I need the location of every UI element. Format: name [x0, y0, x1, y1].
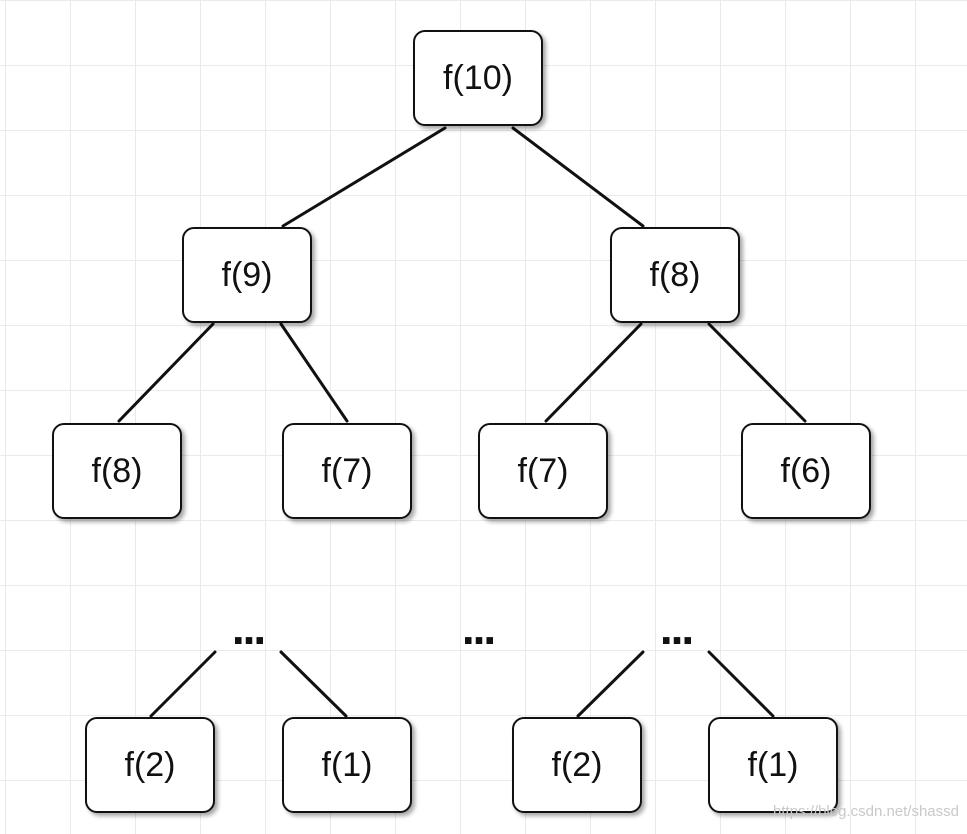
node-label: f(10) [443, 58, 513, 97]
ellipsis-right: ... [659, 602, 694, 654]
edge-root-right [511, 126, 645, 228]
node-level2-a: f(8) [52, 423, 182, 519]
node-level1-right: f(8) [610, 227, 740, 323]
node-root: f(10) [413, 30, 543, 126]
node-label: f(8) [91, 451, 143, 490]
node-label: f(6) [780, 451, 832, 490]
edge-f9-f7 [279, 322, 349, 423]
edge-f8-f7 [544, 322, 643, 423]
node-level2-b: f(7) [282, 423, 412, 519]
node-label: f(1) [747, 745, 799, 784]
node-label: f(7) [517, 451, 569, 490]
node-label: f(2) [124, 745, 176, 784]
edge-f9-f8 [117, 322, 215, 423]
edge-dots-right-f1 [707, 650, 775, 718]
node-leaf-b: f(1) [282, 717, 412, 813]
node-label: f(1) [321, 745, 373, 784]
edge-dots-right-f2 [576, 650, 645, 718]
node-level2-c: f(7) [478, 423, 608, 519]
watermark-text: https://blog.csdn.net/shassd [773, 803, 959, 820]
edge-f8-f6 [707, 322, 807, 423]
edge-dots-left-f1 [279, 650, 348, 718]
node-level2-d: f(6) [741, 423, 871, 519]
node-label: f(8) [649, 255, 701, 294]
node-leaf-a: f(2) [85, 717, 215, 813]
ellipsis-middle: ... [461, 602, 496, 654]
node-label: f(2) [551, 745, 603, 784]
node-level1-left: f(9) [182, 227, 312, 323]
ellipsis-left: ... [231, 602, 266, 654]
edge-root-left [281, 126, 447, 228]
node-label: f(9) [221, 255, 273, 294]
node-leaf-c: f(2) [512, 717, 642, 813]
node-leaf-d: f(1) [708, 717, 838, 813]
node-label: f(7) [321, 451, 373, 490]
edge-dots-left-f2 [149, 650, 217, 718]
